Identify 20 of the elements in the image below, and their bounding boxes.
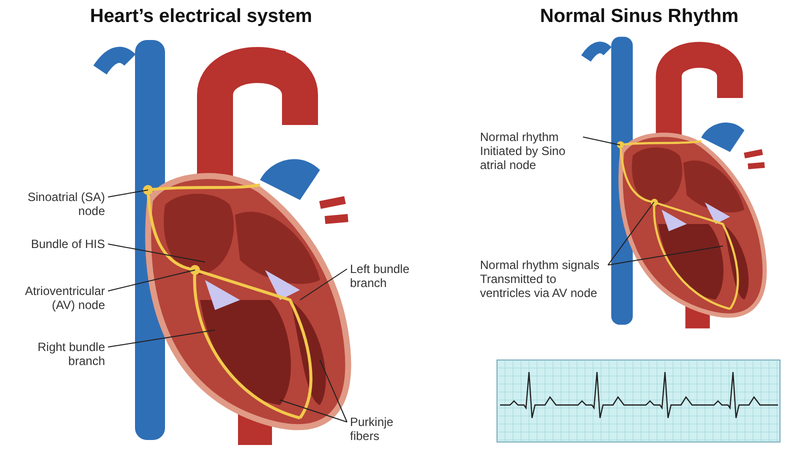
leader-line: [108, 270, 196, 292]
part-label: Bundle of HIS: [30, 237, 105, 251]
leader-line: [608, 246, 724, 266]
leader-line: [108, 190, 148, 198]
part-label: Purkinje fibers: [350, 415, 394, 443]
leader-line: [300, 268, 348, 300]
part-label: Left bundle branch: [350, 262, 410, 290]
leader-line: [108, 244, 206, 262]
leader-line: [108, 330, 216, 348]
part-label: Normal rhythm Initiated by Sino atrial node: [480, 130, 566, 172]
leader-line: [608, 202, 654, 266]
leader-line: [582, 136, 620, 146]
part-label: Normal rhythm signals Transmitted to ventricles via AV node: [480, 258, 600, 300]
leader-line: [320, 360, 348, 422]
panel-heading: Heart’s electrical system: [90, 6, 312, 28]
leader-line: [280, 400, 348, 422]
part-label: Sinoatrial (SA) node: [26, 190, 105, 218]
part-label: Atrioventricular (AV) node: [24, 284, 105, 312]
part-label: Right bundle branch: [36, 340, 105, 368]
panel-heading: Normal Sinus Rhythm: [540, 6, 738, 28]
